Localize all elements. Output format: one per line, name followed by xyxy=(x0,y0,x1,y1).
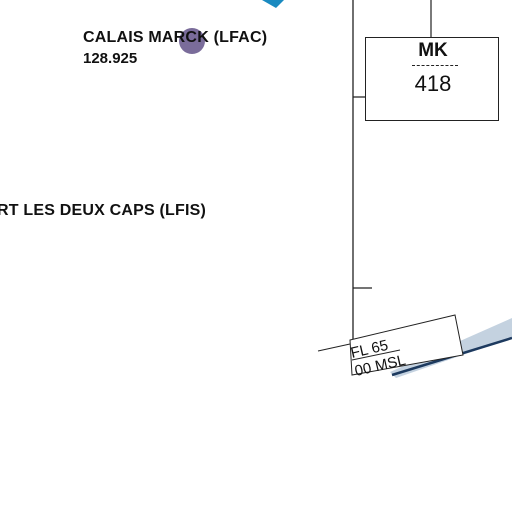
altitude-label-box xyxy=(349,314,464,376)
altitude-separator xyxy=(351,349,401,361)
waypoint-frequency: 418 xyxy=(414,71,452,96)
airport-name-calais[interactable]: CALAIS MARCK (LFAC) xyxy=(83,29,268,46)
waypoint-morse-dashes xyxy=(412,65,458,66)
marker-fragment xyxy=(262,0,284,8)
airport-name-lfis[interactable]: RT LES DEUX CAPS (LFIS) xyxy=(0,202,207,219)
altitude-leader xyxy=(317,343,351,352)
waypoint-ident: MK xyxy=(418,40,448,61)
airport-symbol-icon xyxy=(179,28,205,54)
waypoint-box-mk[interactable]: MK 418 xyxy=(365,37,499,121)
airport-frequency-calais: 128.925 xyxy=(83,50,138,67)
